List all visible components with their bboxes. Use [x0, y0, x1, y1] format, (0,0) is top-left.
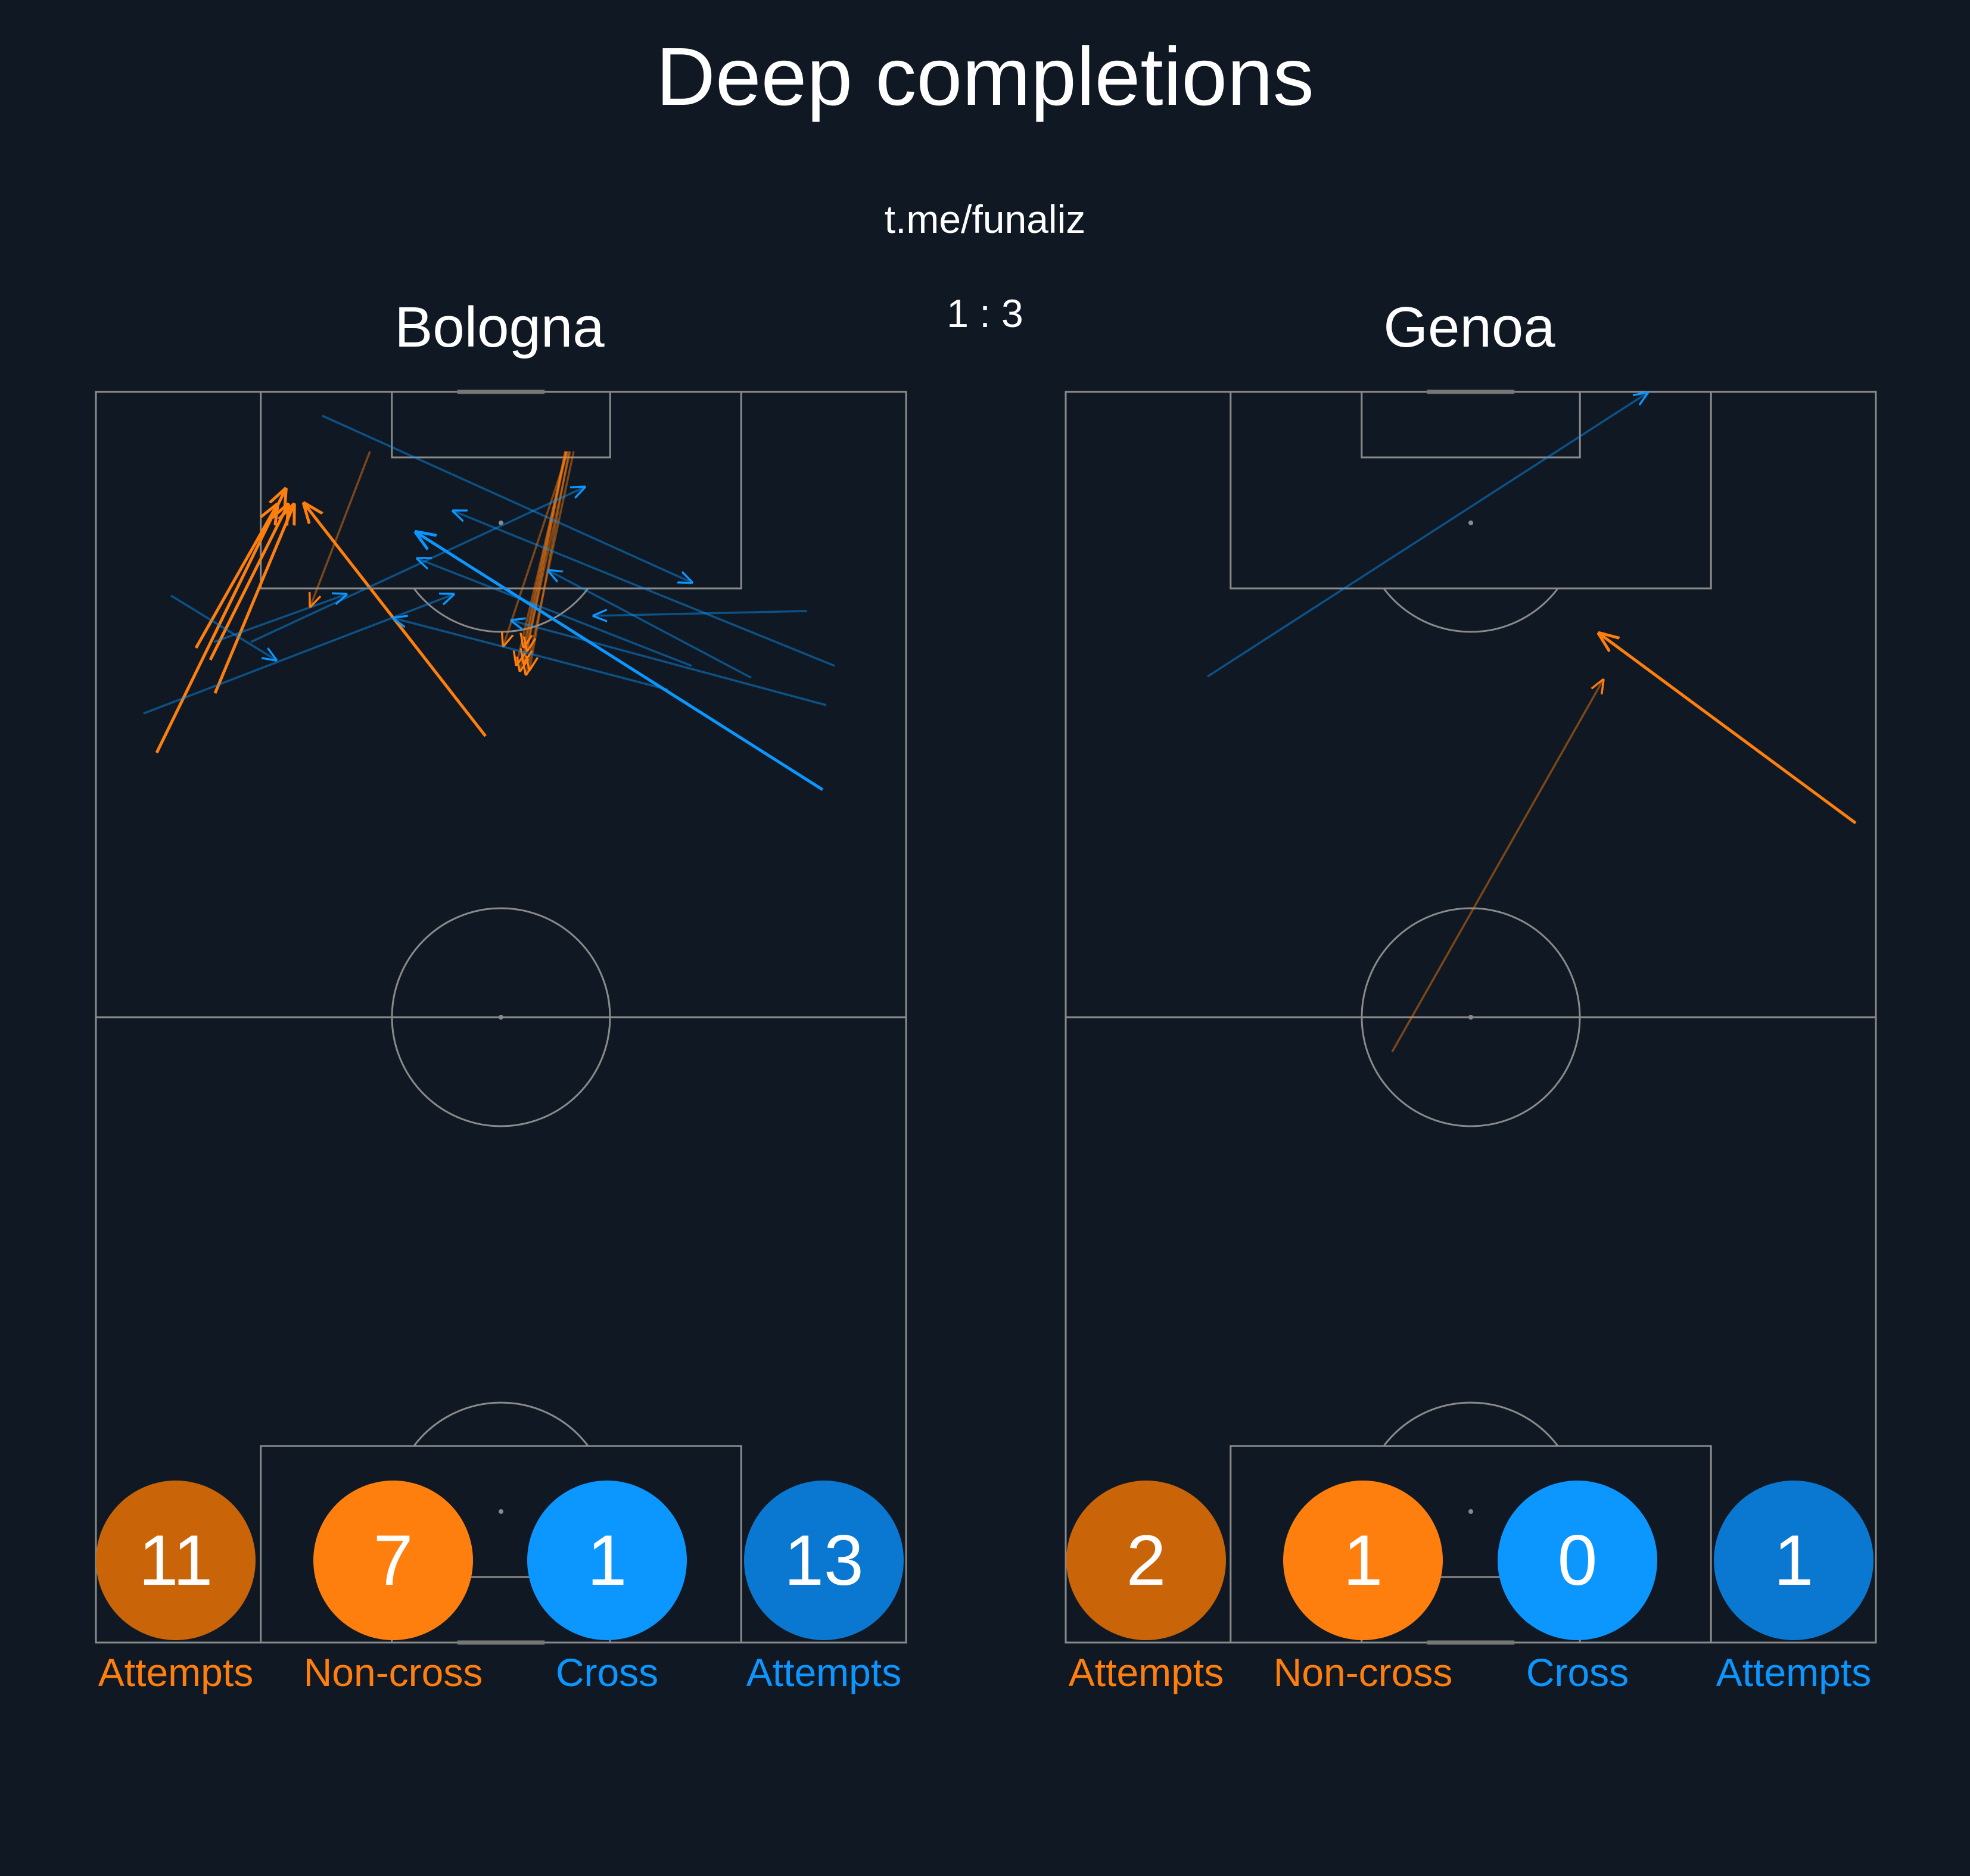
- penalty-spot-bottom: [1468, 1509, 1473, 1514]
- cross-pass-arrow: [322, 415, 692, 582]
- stat-label-genoa-cross-attempts: Attempts: [1716, 1650, 1872, 1694]
- six-yard-box-top: [1361, 391, 1581, 459]
- cross-pass-arrow: [418, 559, 692, 667]
- cross-pass-arrow: [594, 611, 808, 616]
- pitch-left: [95, 389, 907, 1645]
- noncross-pass-arrow: [194, 505, 277, 649]
- cross-pass-arrow: [143, 594, 453, 715]
- stat-bubble-genoa-cross-attempts: 1: [1714, 1481, 1873, 1640]
- stat-bubble-bologna-cross: 1: [527, 1481, 687, 1640]
- penalty-arc-top: [1383, 588, 1559, 633]
- stat-label-genoa-noncross: Non-cross: [1273, 1650, 1453, 1694]
- penalty-area-top: [1230, 391, 1712, 590]
- noncross-pass-arrow: [155, 490, 285, 754]
- centre-circle: [1361, 907, 1581, 1127]
- stat-value: 0: [1557, 1520, 1598, 1600]
- pitch-right: [1065, 389, 1877, 1645]
- stat-label-genoa-cross: Cross: [1526, 1650, 1629, 1694]
- stat-bubble-bologna-cross-attempts: 13: [744, 1481, 904, 1640]
- stat-value: 13: [784, 1520, 864, 1600]
- penalty-spot-top: [1468, 521, 1473, 525]
- cross-pass-arrow: [416, 532, 824, 791]
- stat-label-bologna-cross-attempts: Attempts: [746, 1650, 902, 1694]
- cross-pass-arrow: [453, 511, 835, 667]
- match-score: 1 : 3: [947, 291, 1023, 335]
- cross-pass-arrow: [394, 618, 668, 691]
- six-yard-box-top: [391, 391, 611, 459]
- pass-arrows-genoa: [1207, 393, 1857, 1052]
- penalty-spot-bottom: [499, 1509, 503, 1514]
- cross-pass-arrow: [512, 621, 827, 706]
- stat-value: 11: [138, 1520, 213, 1600]
- penalty-arc-bottom: [413, 1401, 589, 1447]
- stat-bubble-genoa-cross: 0: [1498, 1481, 1657, 1640]
- stat-label-genoa-noncross-attempts: Attempts: [1068, 1650, 1224, 1694]
- stat-value: 1: [1773, 1520, 1814, 1600]
- noncross-pass-arrow: [524, 451, 571, 662]
- pass-arrows-bologna: [143, 415, 835, 791]
- stat-value: 1: [1343, 1520, 1383, 1600]
- centre-spot: [499, 1015, 503, 1020]
- cross-pass-arrow: [549, 571, 752, 679]
- stat-label-bologna-cross: Cross: [555, 1650, 659, 1694]
- penalty-spot-top: [499, 521, 503, 525]
- noncross-pass-arrow: [213, 505, 294, 694]
- stat-label-bologna-noncross: Non-cross: [303, 1650, 483, 1694]
- noncross-pass-arrow: [524, 451, 567, 647]
- noncross-pass-arrow: [304, 504, 487, 737]
- stat-bubble-bologna-noncross: 7: [313, 1481, 473, 1640]
- noncross-pass-arrow: [1391, 680, 1603, 1052]
- cross-pass-arrow: [1207, 393, 1647, 678]
- team-name-right: Genoa: [1383, 295, 1555, 359]
- cross-pass-arrow: [170, 594, 276, 660]
- penalty-arc-bottom: [1383, 1401, 1559, 1447]
- chart-title: Deep completions: [656, 31, 1314, 123]
- noncross-pass-arrow: [208, 505, 288, 661]
- subtitle-link: t.me/funaliz: [884, 197, 1086, 241]
- stat-value: 7: [373, 1520, 413, 1600]
- noncross-pass-arrow: [503, 451, 569, 646]
- cross-pass-arrow: [213, 594, 346, 643]
- noncross-pass-arrow: [527, 451, 567, 650]
- noncross-pass-arrow: [520, 451, 568, 671]
- noncross-pass-arrow: [530, 451, 570, 669]
- stat-bubble-genoa-noncross: 1: [1283, 1481, 1443, 1640]
- stat-value: 2: [1126, 1520, 1166, 1600]
- noncross-pass-arrow: [310, 451, 371, 606]
- stat-bubble-genoa-noncross-attempts: 2: [1066, 1481, 1226, 1640]
- stat-bubble-bologna-noncross-attempts: 11: [96, 1481, 256, 1640]
- noncross-pass-arrow: [1599, 634, 1857, 825]
- team-name-left: Bologna: [394, 295, 605, 359]
- centre-circle: [391, 907, 611, 1127]
- stat-value: 1: [587, 1520, 627, 1600]
- centre-spot: [1468, 1015, 1473, 1020]
- stat-label-bologna-noncross-attempts: Attempts: [98, 1650, 254, 1694]
